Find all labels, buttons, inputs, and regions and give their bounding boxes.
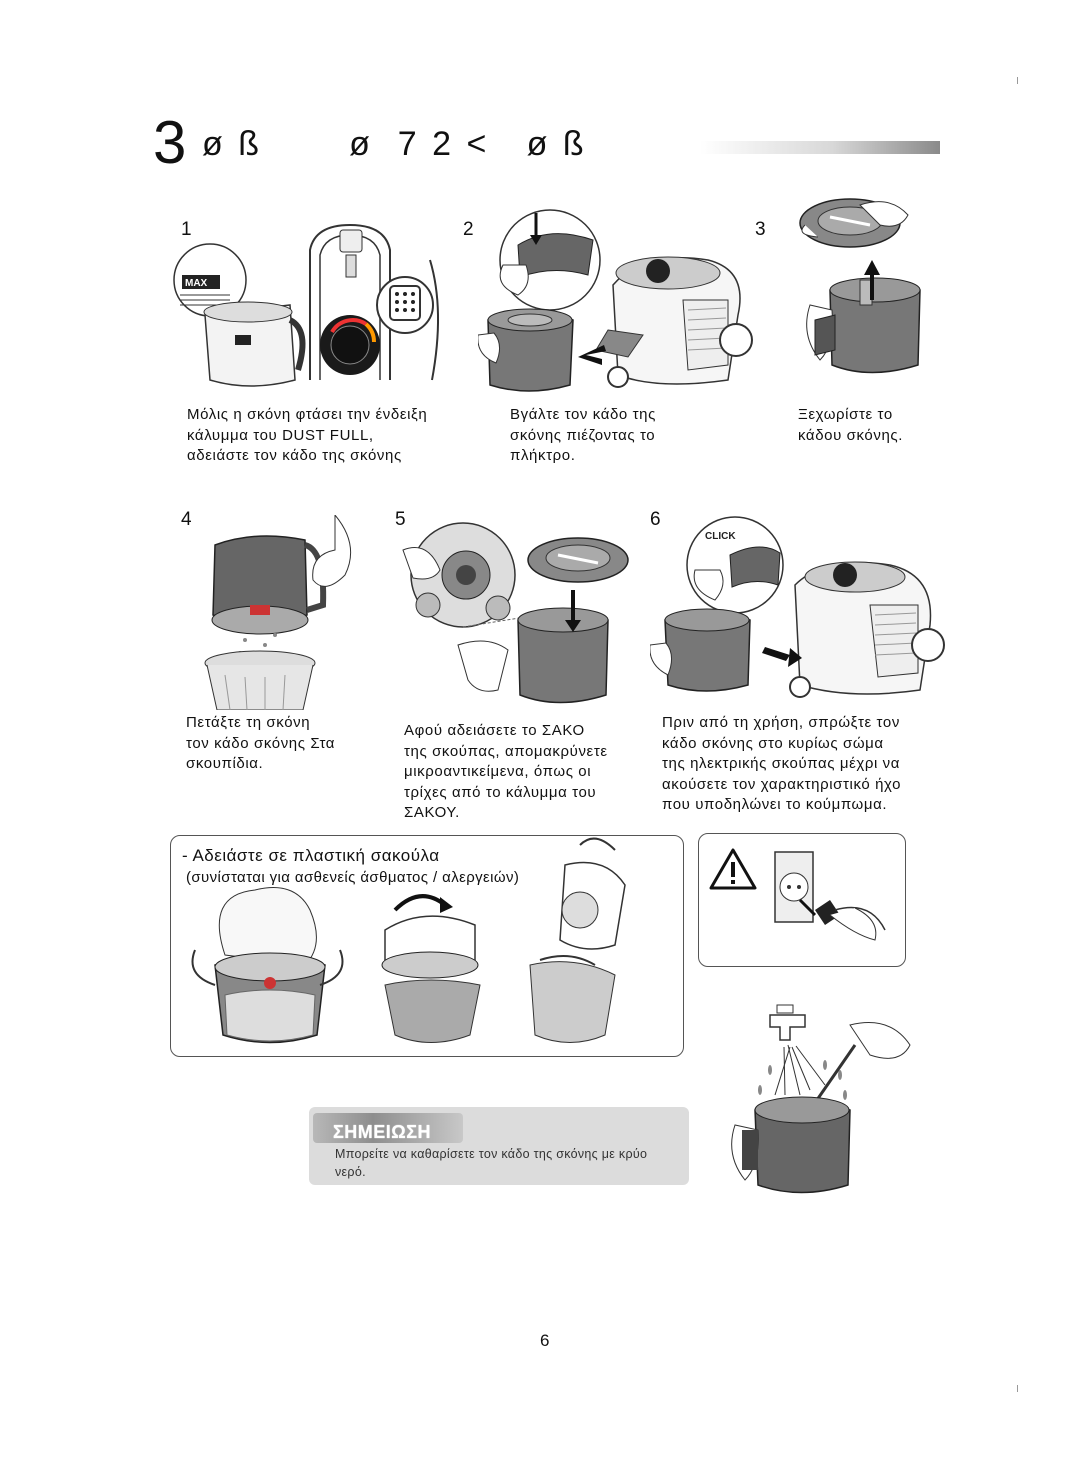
step-number: 4 bbox=[181, 509, 192, 530]
dust-bin-max-icon: MAX bbox=[173, 223, 439, 387]
wash-bin-water-icon bbox=[731, 1004, 911, 1194]
step-number: 3 bbox=[755, 219, 766, 240]
click-callout: CLICK bbox=[705, 531, 736, 542]
step-1-caption: Μόλις η σκόνη φτάσει την ένδειξη κάλυμμα… bbox=[187, 406, 428, 464]
step-4-caption: Πετάξτε τη σκόνη τον κάδο σκόνης Στα σκο… bbox=[186, 714, 336, 772]
title-gradient-bar bbox=[700, 141, 940, 154]
press-button-remove-bin-icon bbox=[478, 209, 753, 392]
step-number: 1 bbox=[181, 219, 192, 240]
plastic-bag-subtitle: (συνίσταται για ασθενείς άσθματος / αλερ… bbox=[186, 869, 520, 886]
step-6-caption: Πριν από τη χρήση, σπρώξτε τον κάδο σκόν… bbox=[662, 714, 902, 813]
page-number: 6 bbox=[540, 1331, 550, 1350]
warning-unplug-icon bbox=[709, 848, 886, 941]
plastic-bag-title: - Αδειάστε σε πλαστική σακούλα bbox=[182, 846, 440, 865]
step-number: 5 bbox=[395, 509, 406, 530]
empty-into-bag-icon bbox=[191, 837, 626, 1044]
note-title: ΣΗΜΕΙΩΣΗ bbox=[333, 1122, 432, 1142]
clean-filter-cover-icon bbox=[402, 522, 629, 704]
step-number: 6 bbox=[650, 509, 661, 530]
step-5-caption: Αφού αδειάσετε το ΣΑΚΟ της σκούπας, απομ… bbox=[404, 722, 608, 821]
section-number: 3 bbox=[153, 109, 188, 176]
empty-into-trash-icon bbox=[204, 515, 352, 710]
page-title: ø ß ø 7 2 < ø ß bbox=[202, 125, 587, 163]
step-2-caption: Βγάλτε τον κάδο της σκόνης πιέζοντας το … bbox=[510, 406, 656, 464]
reinsert-bin-icon: CLICK bbox=[650, 516, 945, 698]
max-label: MAX bbox=[185, 278, 208, 289]
crop-mark bbox=[1017, 77, 1018, 84]
step-3-caption: Ξεχωρίστε το κάδου σκόνης. bbox=[798, 406, 904, 444]
separate-bin-icon bbox=[799, 198, 921, 374]
note-title-banner bbox=[313, 1113, 463, 1143]
step-number: 2 bbox=[463, 219, 474, 240]
crop-mark bbox=[1017, 1385, 1018, 1392]
note-text: Μπορείτε να καθαρίσετε τον κάδο της σκόν… bbox=[335, 1147, 648, 1179]
